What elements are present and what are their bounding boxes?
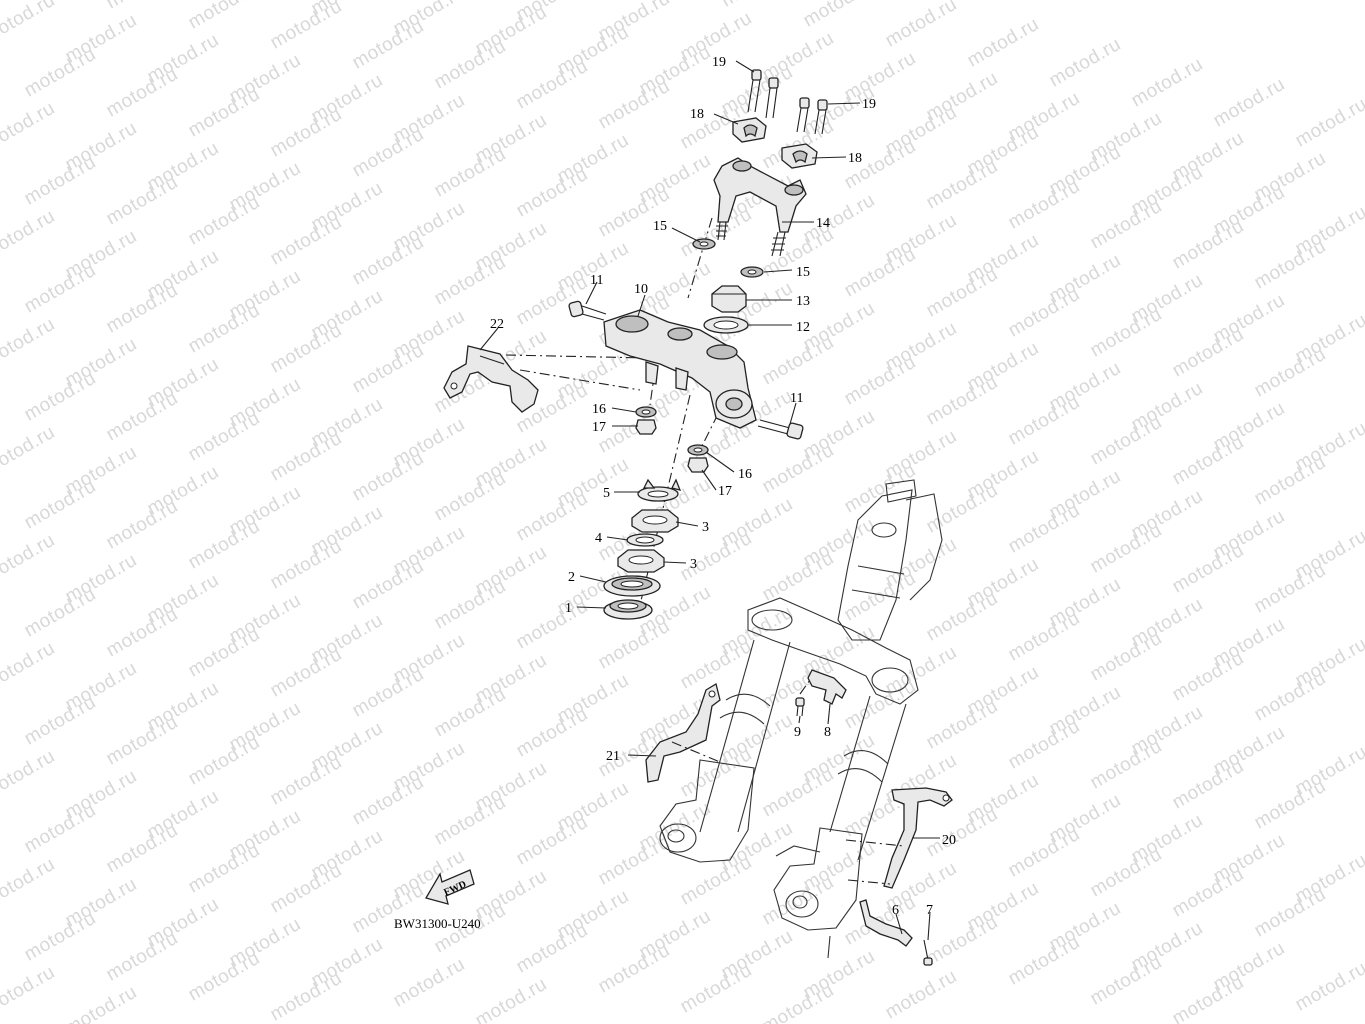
axis-line [505, 354, 649, 359]
callout-1: 1 [565, 601, 572, 616]
washer-16-left [635, 406, 657, 418]
bracket-8 [807, 669, 847, 705]
leader-lines [479, 60, 940, 941]
lock-washer-5 [637, 478, 682, 502]
axis-line [671, 741, 721, 763]
ring-nut-3-upper [631, 509, 679, 533]
washer-15-right [740, 266, 764, 278]
callout-3: 3 [702, 520, 709, 535]
callout-16: 16 [738, 467, 752, 482]
callout-14: 14 [816, 216, 830, 231]
callout-13: 13 [796, 294, 810, 309]
bracket-6 [859, 899, 913, 947]
callout-labels: 19 19 18 18 14 15 15 13 12 11 10 22 11 1… [490, 55, 956, 918]
cap-nut-17-right [687, 457, 709, 473]
pinch-bolt-11-upper [568, 300, 607, 321]
callout-11: 11 [590, 273, 603, 288]
bearing-1 [603, 599, 653, 620]
handlebar-clamp-18-right [781, 143, 818, 169]
bracket-22 [443, 345, 539, 413]
callout-18: 18 [690, 107, 704, 122]
callout-19: 19 [712, 55, 726, 70]
bearing-cover-2 [603, 575, 661, 597]
ring-nut-3-lower [617, 549, 665, 573]
axis-line [799, 679, 811, 695]
fwd-arrow-icon: FWD [425, 869, 475, 905]
callout-4: 4 [595, 531, 602, 546]
screw-7 [923, 939, 933, 966]
callout-15: 15 [796, 265, 810, 280]
callout-11: 11 [790, 391, 803, 406]
callout-16: 16 [592, 402, 606, 417]
washer-12 [703, 316, 749, 334]
callout-19: 19 [862, 97, 876, 112]
handlebar-clamp-18-left [732, 117, 767, 143]
bolt-19-right [796, 97, 828, 135]
callout-3: 3 [690, 557, 697, 572]
callout-15: 15 [653, 219, 667, 234]
callout-20: 20 [942, 833, 956, 848]
axis-line [519, 369, 641, 391]
callout-17: 17 [718, 484, 732, 499]
axis-line [699, 413, 719, 451]
axis-line [687, 217, 713, 299]
callout-9: 9 [794, 725, 801, 740]
callout-12: 12 [796, 320, 810, 335]
bracket-21 [645, 682, 721, 783]
callout-22: 22 [490, 317, 504, 332]
axis-line [845, 839, 905, 847]
callout-17: 17 [592, 420, 606, 435]
handlebar-holder-14 [713, 157, 807, 257]
callout-7: 7 [926, 903, 933, 918]
bolt-19-left [747, 69, 779, 119]
callout-5: 5 [603, 486, 610, 501]
diagram-code: BW31300-U240 [394, 916, 481, 931]
steering-stem-nut-13 [711, 285, 747, 313]
callout-6: 6 [892, 903, 899, 918]
rubber-washer-4 [626, 533, 664, 547]
frame-fork-assembly-outline [659, 479, 943, 959]
pinch-bolt-11-lower [757, 419, 804, 440]
upper-bracket-10 [603, 309, 757, 429]
bolt-9 [795, 697, 805, 717]
bracket-20 [883, 787, 953, 889]
axis-line [847, 879, 891, 885]
cap-nut-17-left [635, 419, 657, 435]
callout-8: 8 [824, 725, 831, 740]
callout-21: 21 [606, 749, 620, 764]
callout-10: 10 [634, 282, 648, 297]
callout-2: 2 [568, 570, 575, 585]
callout-18: 18 [848, 151, 862, 166]
washer-16-right [687, 444, 709, 456]
